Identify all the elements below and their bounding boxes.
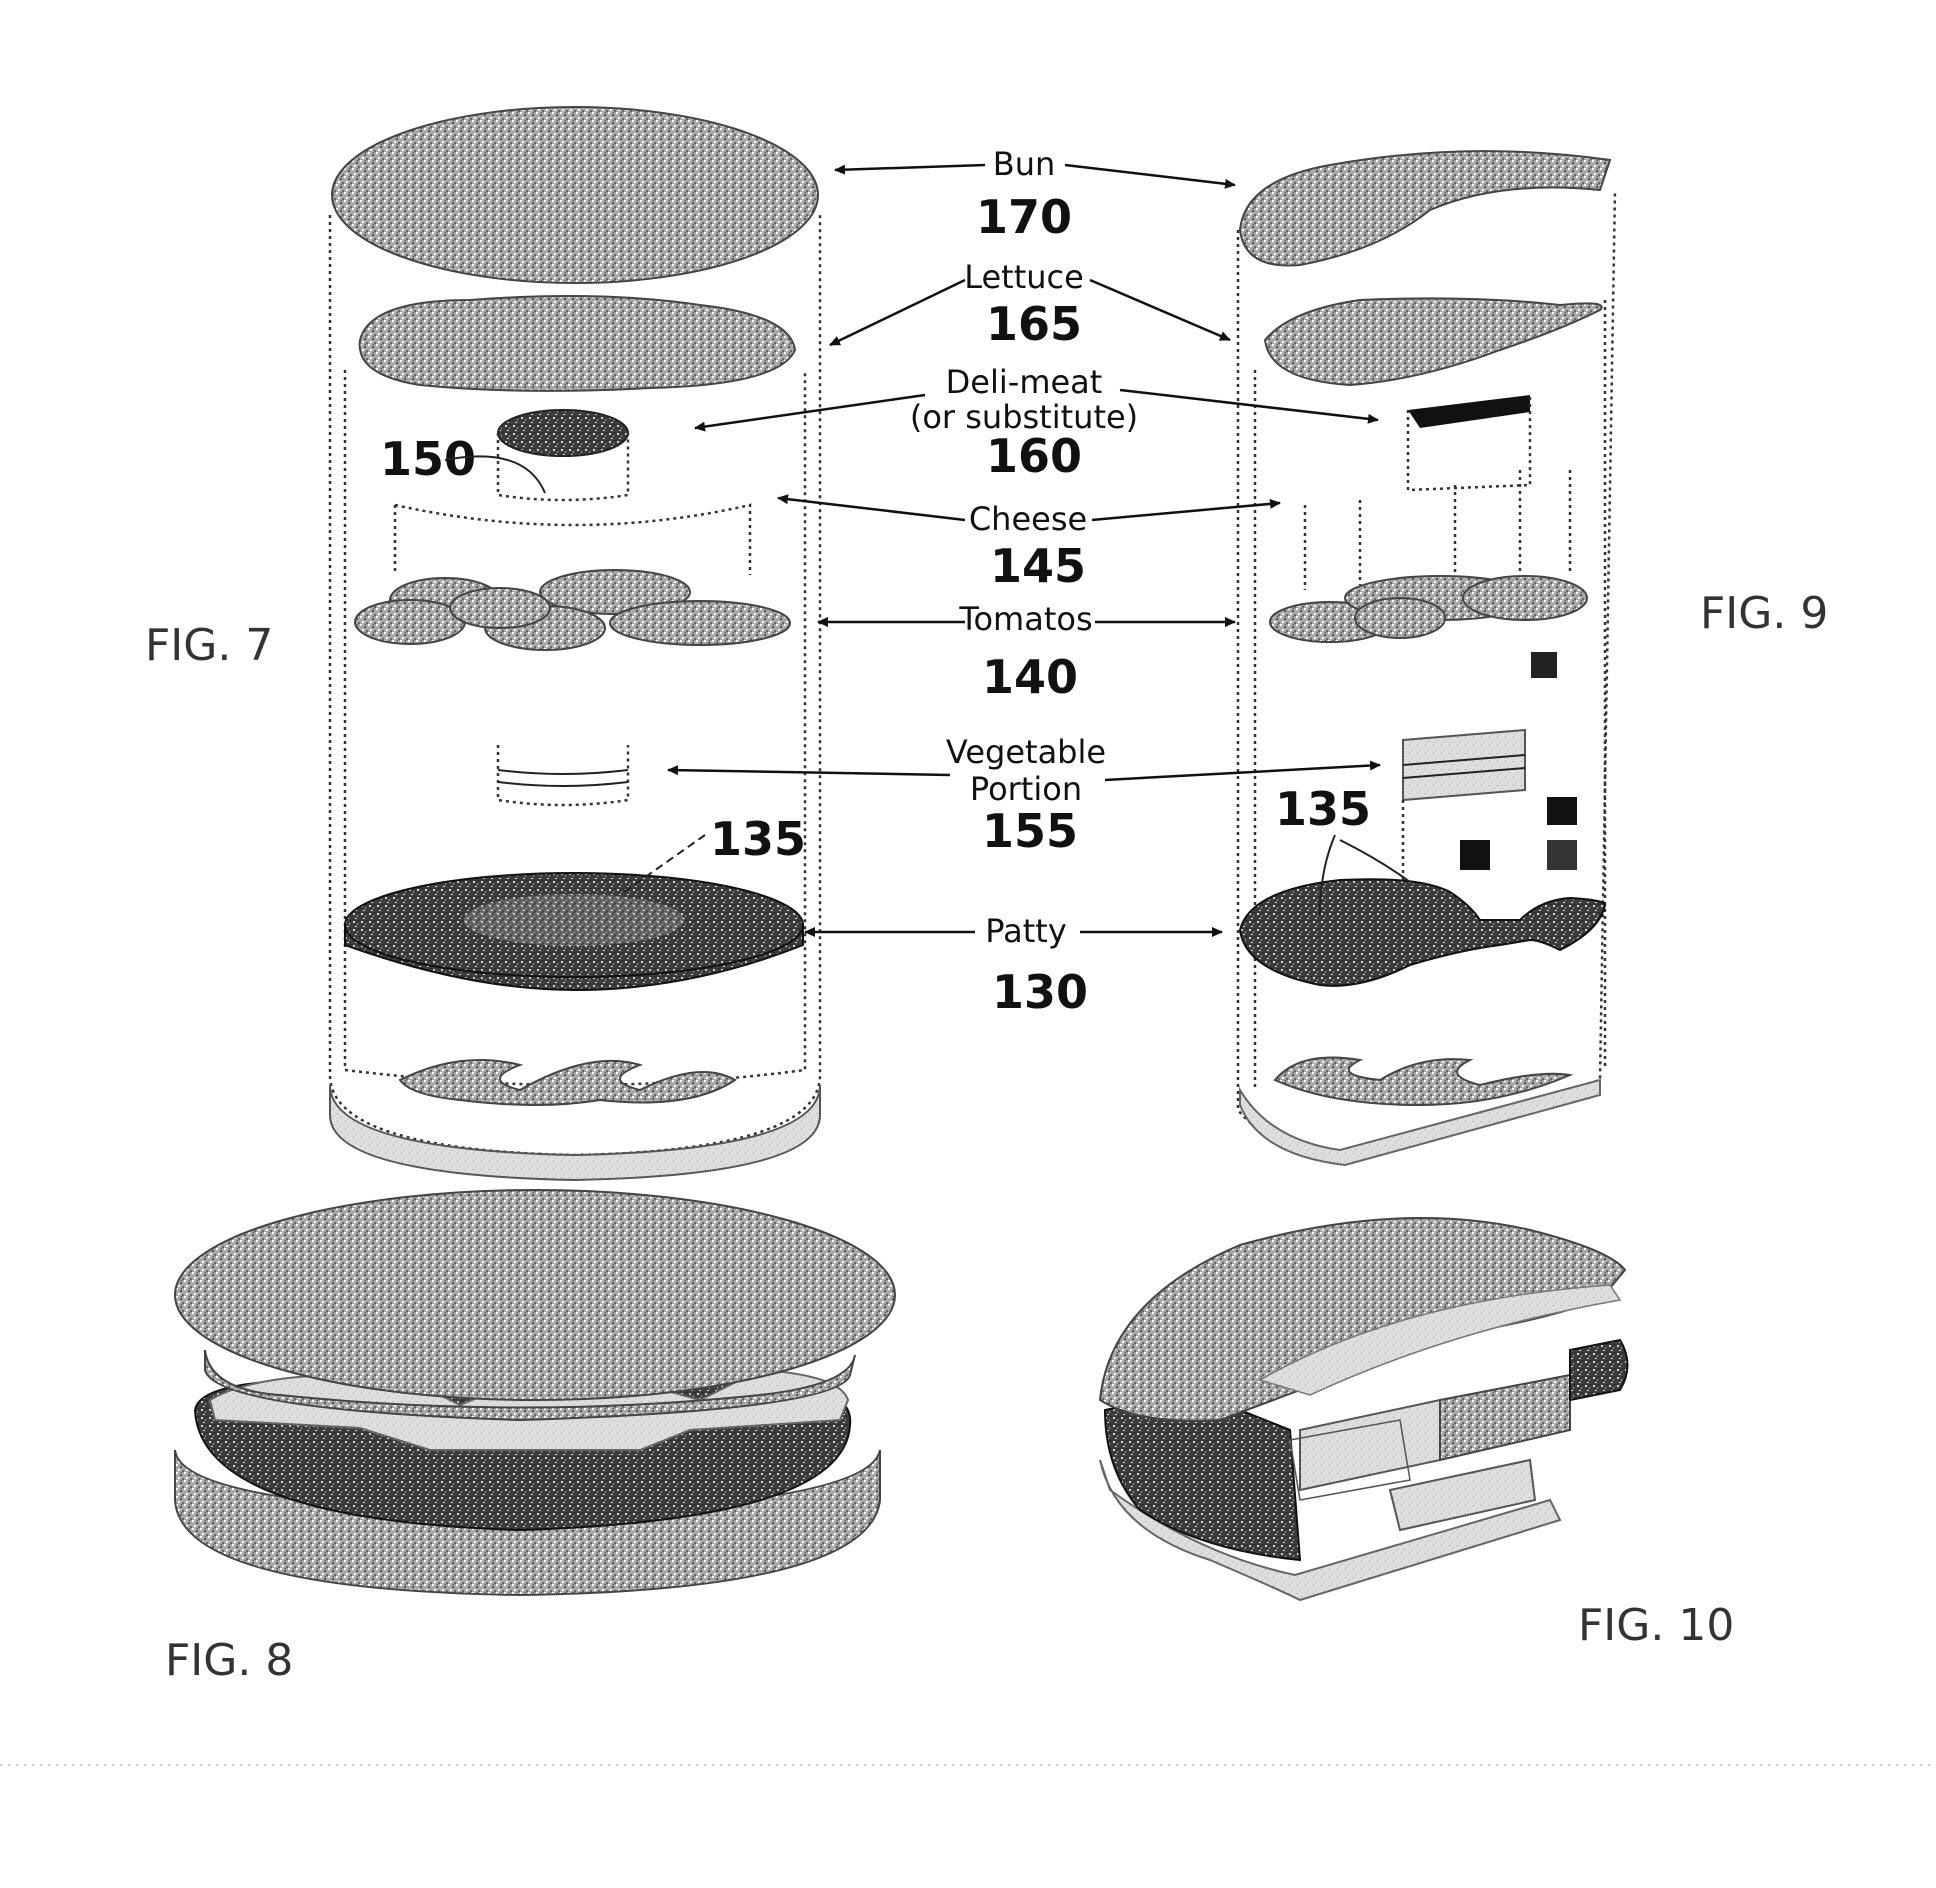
arrow-lettuce-right (1090, 280, 1230, 340)
fig7-patty (345, 873, 803, 990)
fig9-exploded-sandwich (1238, 151, 1615, 1165)
arrow-deli-meat-left (695, 395, 925, 428)
label-cheese: Cheese (969, 500, 1087, 538)
fig7-top-bun (332, 107, 818, 283)
ref-number-deli-meat: 160 (986, 429, 1082, 483)
ref-number-tomatos: 140 (982, 650, 1078, 704)
fig9-cheese (1305, 470, 1570, 590)
leader-135-fig9-b (1340, 840, 1410, 882)
arrow-cheese-right (1092, 503, 1280, 520)
fig9-bottom-bun-squiggle (1275, 1058, 1570, 1106)
fig10-patty (1105, 1405, 1300, 1560)
ref-number-bun: 170 (976, 190, 1072, 244)
caption-fig9: FIG. 9 (1700, 588, 1828, 639)
caption-fig8: FIG. 8 (165, 1635, 293, 1686)
ref-number-lettuce: 165 (986, 297, 1082, 351)
fig7-lettuce (360, 296, 795, 391)
fig9-top-bun (1240, 151, 1610, 265)
ref-number-patty: 130 (992, 965, 1088, 1019)
caption-fig7: FIG. 7 (145, 620, 273, 671)
component-labels: Bun 170 Lettuce 165 Deli-meat (or substi… (668, 145, 1380, 1019)
label-patty: Patty (985, 912, 1067, 950)
arrow-deli-meat-right (1120, 390, 1378, 420)
fig7-exploded-burger (330, 107, 820, 1180)
arrow-bun-right (1065, 165, 1235, 185)
caption-fig10: FIG. 10 (1578, 1600, 1734, 1651)
ref-number-vegetable: 155 (982, 804, 1078, 858)
label-bun: Bun (993, 145, 1056, 183)
fig7-tomatoes (355, 570, 790, 650)
label-deli-meat: Deli-meat (946, 363, 1103, 401)
label-lettuce: Lettuce (964, 258, 1084, 296)
arrow-vegetable-right (1105, 765, 1380, 780)
label-vegetable: Vegetable (946, 733, 1106, 771)
ref-135-fig7: 135 (710, 812, 806, 866)
label-vegetable-sub: Portion (970, 770, 1082, 808)
fig7-vegetable-portion (498, 745, 628, 805)
arrow-vegetable-left (668, 770, 950, 775)
fig9-tomatoes (1270, 576, 1587, 642)
fig10-assembled-sandwich (1100, 1218, 1628, 1600)
fig8-assembled-burger (175, 1190, 895, 1595)
arrow-lettuce-left (830, 280, 965, 345)
fig7-bottom-bun-squiggle (400, 1060, 735, 1105)
ref-150: 150 (380, 432, 476, 486)
fig9-deli-meat (1408, 395, 1530, 490)
ref-number-cheese: 145 (990, 539, 1086, 593)
ref-135-fig9: 135 (1275, 782, 1371, 836)
fig9-lettuce (1265, 298, 1602, 385)
fig8-top-bun (175, 1190, 895, 1400)
fig7-cheese (395, 505, 750, 575)
fig9-patty (1240, 879, 1605, 986)
arrow-bun-left (835, 165, 985, 170)
label-tomatos: Tomatos (958, 600, 1092, 638)
fig7-deli-meat (498, 410, 628, 456)
